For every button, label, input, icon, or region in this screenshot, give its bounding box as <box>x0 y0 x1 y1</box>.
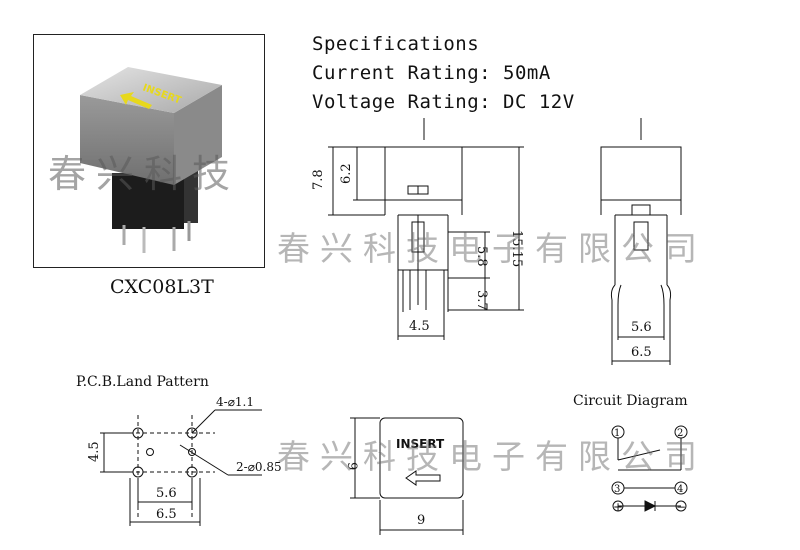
switch-photo-illustration: INSERT <box>80 67 222 253</box>
dim-6-5-side: 6.5 <box>631 345 652 360</box>
circuit-pin-2: 2 <box>677 428 683 439</box>
side-view <box>600 118 682 365</box>
circuit-plus: + <box>613 500 623 514</box>
circuit-pin-1: 1 <box>614 428 620 439</box>
photo-arrow-icon <box>120 92 152 109</box>
spec-voltage: Voltage Rating: DC 12V <box>312 91 575 113</box>
pcb-dim-5-6: 5.6 <box>156 486 177 501</box>
circuit-pin-4: 4 <box>677 484 683 495</box>
product-photo: INSERT 春兴科技 <box>33 34 265 268</box>
watermark-lower: 春兴科技电子有限公司 <box>277 437 707 476</box>
spec-heading: Specifications <box>312 33 480 55</box>
pcb-hole-small: 2-⌀0.85 <box>236 460 282 474</box>
pcb-dim-6-5: 6.5 <box>156 507 177 522</box>
dim-7-8: 7.8 <box>311 169 326 190</box>
model-label: CXC08L3T <box>110 276 214 298</box>
dim-4-5-front: 4.5 <box>409 319 430 334</box>
watermark-upper: 春兴科技电子有限公司 <box>277 229 707 268</box>
dim-15-15: 15.15 <box>509 230 524 267</box>
top-view-legend: INSERT <box>396 437 445 451</box>
dim-6-2: 6.2 <box>339 163 354 184</box>
pcb-title: P.C.B.Land Pattern <box>76 374 209 390</box>
front-view <box>328 118 524 340</box>
top-dim-9-v: 9 <box>344 462 359 470</box>
top-view <box>350 417 464 535</box>
photo-watermark: 春兴科技 <box>48 152 241 196</box>
dim-3-7: 3.7 <box>474 290 489 311</box>
circuit-minus: − <box>676 500 686 514</box>
circuit-pin-3: 3 <box>614 484 620 495</box>
pcb-pattern <box>100 409 262 526</box>
circuit-diagram <box>611 425 688 512</box>
spec-current: Current Rating: 50mA <box>312 62 551 84</box>
circuit-title: Circuit Diagram <box>573 393 688 409</box>
pcb-dim-4-5: 4.5 <box>87 441 102 462</box>
dim-5-8: 5.8 <box>474 246 489 267</box>
pcb-hole-large: 4-⌀1.1 <box>216 395 254 409</box>
top-dim-9-h: 9 <box>417 513 425 528</box>
dim-5-6-side: 5.6 <box>631 320 652 335</box>
